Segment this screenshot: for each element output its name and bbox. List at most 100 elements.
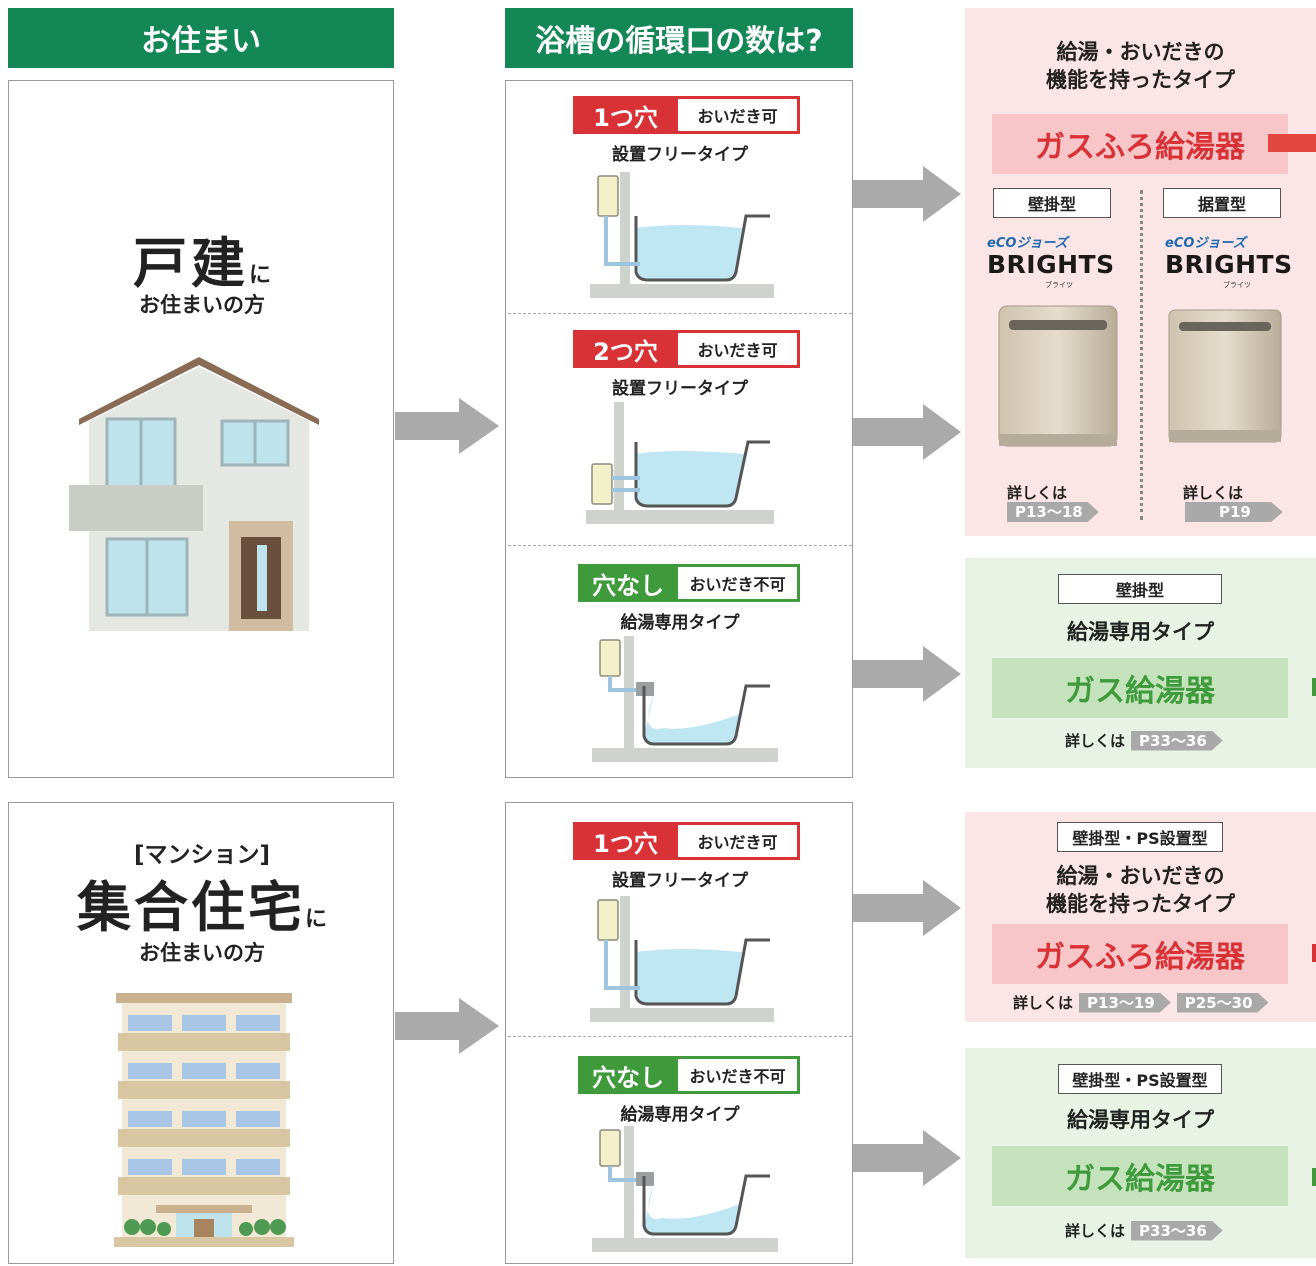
edge-marker bbox=[1312, 1168, 1316, 1186]
port-key: 1つ穴 bbox=[593, 829, 658, 858]
divider bbox=[508, 545, 852, 546]
floor-mount-heater-image bbox=[1168, 309, 1282, 443]
house-title: 戸建に bbox=[9, 219, 395, 298]
detail-ref: 詳しくは P33〜36 bbox=[1065, 1220, 1223, 1241]
panel-title: 給湯専用タイプ bbox=[1067, 620, 1214, 644]
brand-logo: BRIGHTS bbox=[1165, 250, 1293, 279]
eco-logo: eCOジョーズ bbox=[1165, 236, 1246, 251]
product-name: ガスふろ給湯器 bbox=[992, 114, 1288, 174]
page-ref-wall[interactable]: P13〜18 bbox=[1001, 502, 1099, 522]
port-type-label: 設置フリータイプ bbox=[612, 871, 748, 891]
product-panel-apt-bath-heater: 壁掛型・PS設置型 給湯・おいだきの 機能を持ったタイプ ガスふろ給湯器 詳しく… bbox=[965, 812, 1316, 1022]
arrow-to-product bbox=[853, 880, 961, 936]
house-illustration bbox=[69, 357, 319, 631]
bath-one-hole-illustration bbox=[590, 896, 774, 1022]
port-type-label: 給湯専用タイプ bbox=[620, 1105, 740, 1125]
edge-marker bbox=[1312, 944, 1316, 962]
divider bbox=[508, 1036, 852, 1037]
bath-no-hole-illustration bbox=[592, 636, 778, 762]
port-option: おいだき可 bbox=[678, 333, 797, 365]
port-tag: 1つ穴 おいだき可 bbox=[573, 96, 800, 134]
port-tag: 穴なし おいだき不可 bbox=[578, 564, 800, 602]
house-title-main: 戸建 bbox=[132, 232, 249, 295]
product-name: ガスふろ給湯器 bbox=[992, 924, 1288, 984]
detail-ref: 詳しくは P33〜36 bbox=[1065, 730, 1223, 751]
panel-title: 給湯専用タイプ bbox=[1067, 1108, 1214, 1132]
floor-mount-label: 据置型 bbox=[1163, 188, 1281, 218]
port-option: おいだき可 bbox=[678, 825, 797, 857]
house-box: 戸建に お住まいの方 bbox=[8, 80, 394, 778]
mount-type-label: 壁掛型・PS設置型 bbox=[1057, 822, 1223, 852]
detail-label: 詳しくは bbox=[1007, 484, 1068, 502]
page-ref-pill[interactable]: P13〜19 bbox=[1079, 992, 1171, 1013]
port-type-label: 給湯専用タイプ bbox=[620, 613, 740, 633]
bath-one-hole-illustration bbox=[590, 172, 774, 298]
edge-marker bbox=[1312, 678, 1316, 696]
page-ref-pill[interactable]: P25〜30 bbox=[1176, 992, 1269, 1013]
product-panel-water-heater: 壁掛型 給湯専用タイプ ガス給湯器 詳しくは P33〜36 bbox=[965, 558, 1316, 768]
apartment-illustration bbox=[114, 993, 294, 1247]
page-ref-pill[interactable]: P19 bbox=[1185, 502, 1283, 522]
arrow-to-product bbox=[853, 166, 961, 222]
port-key: 穴なし bbox=[592, 571, 664, 600]
arrow-house-to-ports bbox=[395, 398, 499, 454]
product-panel-apt-water-heater: 壁掛型・PS設置型 給湯専用タイプ ガス給湯器 詳しくは P33〜36 bbox=[965, 1048, 1316, 1258]
apartment-title: 集合住宅に bbox=[9, 863, 395, 942]
ports-box-house bbox=[505, 80, 853, 778]
port-tag: 2つ穴 おいだき可 bbox=[573, 330, 800, 368]
detail-label: 詳しくは bbox=[1065, 1222, 1126, 1240]
port-type-label: 設置フリータイプ bbox=[612, 145, 748, 165]
mount-type-label: 壁掛型 bbox=[1058, 574, 1222, 604]
apartment-bracket: [マンション] bbox=[133, 842, 271, 868]
house-title-suffix: に bbox=[248, 263, 271, 288]
panel-title-line2: 機能を持ったタイプ bbox=[1046, 68, 1235, 92]
brand-sub: ブライツ bbox=[1045, 281, 1073, 289]
house-subtitle: お住まいの方 bbox=[139, 293, 265, 317]
detail-label: 詳しくは bbox=[1183, 484, 1244, 502]
apartment-title-main: 集合住宅 bbox=[76, 876, 305, 939]
port-type-label: 設置フリータイプ bbox=[612, 379, 748, 399]
product-panel-bath-heater: 給湯・おいだきの 機能を持ったタイプ ガスふろ給湯器 壁掛型 据置型 eCOジョ… bbox=[965, 8, 1316, 536]
page-ref-pill[interactable]: P33〜36 bbox=[1131, 730, 1223, 751]
apartment-title-suffix: に bbox=[304, 907, 327, 932]
page-ref-pill[interactable]: P33〜36 bbox=[1131, 1220, 1223, 1241]
port-option: おいだき不可 bbox=[678, 567, 797, 599]
detail-label: 詳しくは bbox=[1013, 994, 1074, 1012]
product-name: ガス給湯器 bbox=[992, 1146, 1288, 1206]
apartment-box: [マンション] 集合住宅に お住まいの方 bbox=[8, 802, 394, 1264]
detail-label: 詳しくは bbox=[1065, 732, 1126, 750]
bath-no-hole-illustration bbox=[592, 1126, 778, 1252]
port-key: 2つ穴 bbox=[593, 337, 658, 366]
apartment-subtitle: お住まいの方 bbox=[139, 941, 265, 965]
mount-type-label: 壁掛型・PS設置型 bbox=[1058, 1064, 1222, 1094]
header-ports-question: 浴槽の循環口の数は? bbox=[505, 8, 853, 68]
port-option: おいだき可 bbox=[678, 99, 797, 131]
panel-title-line2: 機能を持ったタイプ bbox=[1046, 892, 1235, 916]
arrow-to-product bbox=[853, 1130, 961, 1186]
page-ref-pill[interactable]: P13〜18 bbox=[1007, 502, 1099, 522]
edge-marker bbox=[1268, 134, 1316, 152]
eco-logo: eCOジョーズ bbox=[987, 236, 1068, 251]
ports-box-apartment bbox=[505, 802, 853, 1264]
panel-title-line1: 給湯・おいだきの bbox=[1056, 864, 1225, 888]
brand-logo: BRIGHTS bbox=[987, 250, 1115, 279]
port-option: おいだき不可 bbox=[678, 1059, 797, 1091]
port-tag: 穴なし おいだき不可 bbox=[578, 1056, 800, 1094]
port-key: 1つ穴 bbox=[593, 103, 658, 132]
page-ref-floor[interactable]: P19 bbox=[1179, 502, 1283, 522]
panel-center-divider bbox=[1140, 190, 1143, 520]
wall-mount-heater-image bbox=[998, 305, 1118, 447]
product-name: ガス給湯器 bbox=[992, 658, 1288, 718]
arrow-to-product bbox=[853, 404, 961, 460]
port-key: 穴なし bbox=[592, 1063, 664, 1092]
wall-mount-label: 壁掛型 bbox=[993, 188, 1111, 218]
brand-sub: ブライツ bbox=[1223, 281, 1251, 289]
arrow-to-product bbox=[853, 646, 961, 702]
divider bbox=[508, 313, 852, 314]
arrow-apartment-to-ports bbox=[395, 998, 499, 1054]
port-tag: 1つ穴 おいだき可 bbox=[573, 822, 800, 860]
panel-title-line1: 給湯・おいだきの bbox=[1056, 40, 1225, 64]
header-residence: お住まい bbox=[8, 8, 394, 68]
bath-two-hole-illustration bbox=[586, 402, 774, 524]
